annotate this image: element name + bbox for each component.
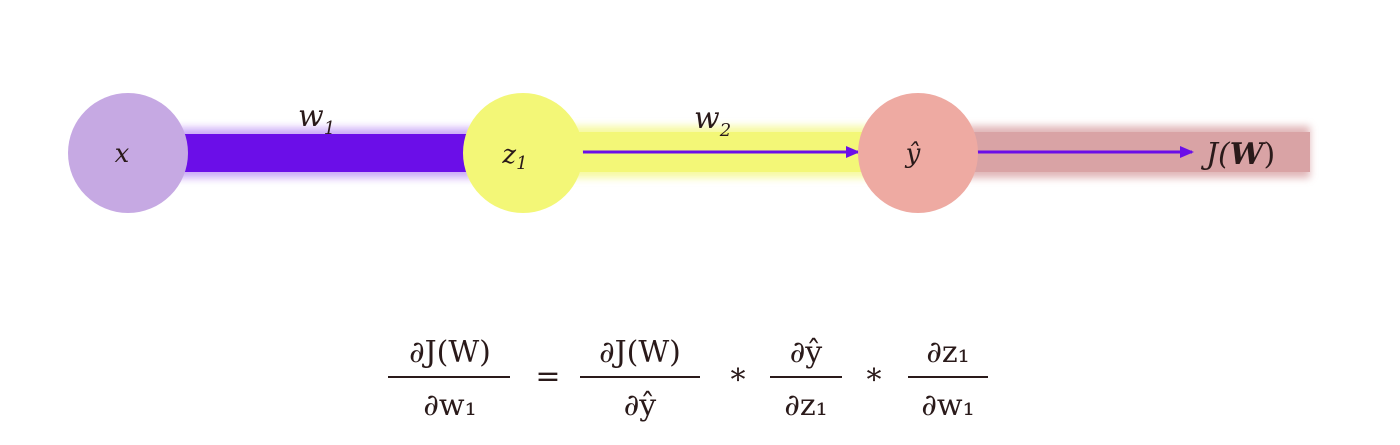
output-label-pre: J( [1200, 137, 1231, 172]
edge-output [915, 126, 1310, 178]
eq-times-2: * [867, 363, 882, 398]
eq-term-2-denominator: ∂z₁ [784, 388, 827, 423]
eq-term-1-numerator: ∂J(W) [599, 335, 681, 370]
node-yhat-label: ŷ [905, 139, 921, 169]
svg-text:w2: w2 [694, 101, 731, 141]
eq-lhs-numerator: ∂J(W) [409, 335, 491, 370]
svg-text:w1: w1 [298, 99, 335, 139]
edge-w2-label: w [694, 101, 720, 136]
eq-term-2-numerator: ∂ŷ [790, 335, 823, 370]
eq-lhs-fraction: ∂J(W) ∂w₁ [388, 335, 510, 423]
output-label-bold: W [1230, 137, 1267, 172]
eq-term-2: ∂ŷ ∂z₁ [770, 335, 842, 423]
output-label: J(W) [1200, 137, 1275, 172]
node-x: x [68, 93, 188, 213]
node-z1-subscript: 1 [516, 153, 527, 174]
edge-w2 [525, 126, 880, 178]
eq-term-1-denominator: ∂ŷ [624, 388, 657, 423]
edge-w2-subscript: 2 [719, 120, 731, 141]
chain-rule-equation: ∂J(W) ∂w₁ = ∂J(W) ∂ŷ * ∂ŷ ∂z₁ * ∂z₁ ∂w₁ [388, 335, 988, 423]
node-z1-label: z [501, 140, 516, 170]
eq-term-3: ∂z₁ ∂w₁ [908, 335, 988, 423]
output-label-post: ) [1263, 137, 1275, 172]
node-z1: z1 [463, 93, 583, 213]
eq-term-1: ∂J(W) ∂ŷ [580, 335, 700, 423]
edge-w1 [150, 128, 490, 178]
edge-w1-label: w [298, 99, 324, 134]
eq-term-3-denominator: ∂w₁ [921, 388, 974, 423]
svg-text:z1: z1 [501, 140, 527, 174]
eq-lhs-denominator: ∂w₁ [423, 388, 476, 423]
edge-w1-subscript: 1 [324, 118, 335, 139]
eq-times-1: * [731, 363, 746, 398]
eq-equals: = [535, 359, 560, 394]
node-x-label: x [115, 139, 130, 169]
node-yhat: ŷ [858, 93, 978, 213]
eq-term-3-numerator: ∂z₁ [926, 335, 969, 370]
